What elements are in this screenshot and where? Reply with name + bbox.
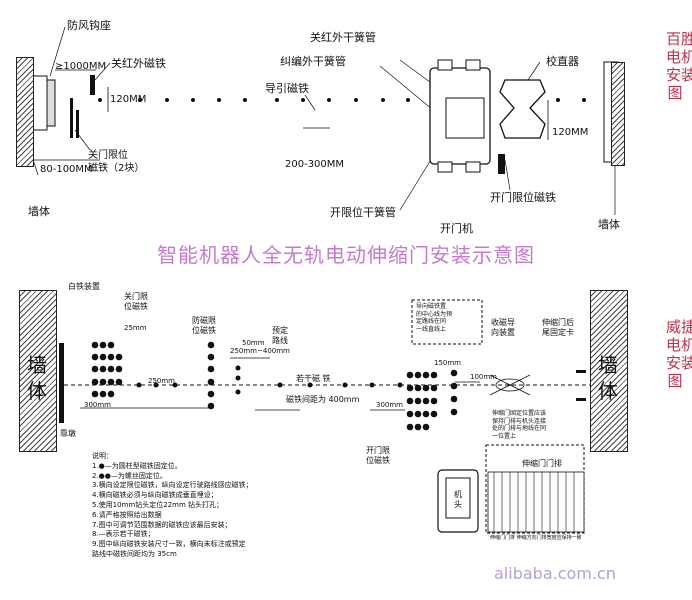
side-label-top: 百胜 电机 安装 图	[666, 30, 692, 102]
note-line: 1.●—为圆柱型磁铁固定位。	[92, 461, 182, 470]
preset-path-label: 预定 路线	[272, 326, 288, 345]
wall-left-bottom-label: 墙体	[27, 353, 47, 403]
close-infrared-reed-label: 关红外干簧管	[310, 31, 376, 44]
pier-label: 靠墩	[60, 429, 76, 438]
right-wall-top	[611, 62, 625, 166]
close-infrared-magnet-shape	[90, 75, 95, 95]
note-line: 8.—表示若干磁铁；	[92, 530, 155, 539]
note-line: 2.●●—为螺丝固定位。	[92, 471, 167, 480]
straightener-label: 校直器	[546, 55, 579, 68]
machine-head-label: 机 头	[454, 490, 462, 509]
height-120-right: 120MM	[552, 127, 589, 138]
dim-150mm: 150mm	[434, 359, 461, 367]
note-line: 路线中磁铁间距均为 35cm	[92, 549, 177, 558]
telescopic-fixed-label: 伸缩门后 尾固定卡	[542, 318, 574, 337]
note-line: 6.请严格按照给出数据	[92, 510, 162, 519]
min-distance-label: ≥1000MM	[55, 61, 107, 72]
door-machine-label: 开门机	[440, 222, 473, 235]
note-line: 7.图中可调节范围数据的磁铁应该最后安装；	[92, 520, 232, 529]
anti-magnet-label: 防磁限 位磁铁	[192, 316, 216, 335]
note-line: 5.使用10mm钻头定位22mm 钻头打孔；	[92, 500, 223, 509]
gate-row-label: 伸缩门门排	[522, 459, 562, 468]
left-wall-bottom	[19, 290, 57, 452]
wall-right-bottom-label: 墙体	[598, 353, 618, 403]
note-line: 9.图中纵向磁铁安装尺寸一致，横向未标注或预定	[92, 540, 246, 549]
watermark: alibaba.com.cn	[494, 564, 616, 583]
receive-guide-label: 收磁导 向装置	[491, 318, 515, 337]
side-label-bottom: 威捷 电机 安装 图	[666, 318, 692, 390]
dim-300mm-a: 300mm	[84, 401, 111, 409]
dim-400mm: 250mm~400mm	[230, 347, 290, 355]
wall-left-label: 墙体	[28, 205, 50, 218]
open-limit-magnet-label: 开门限位磁铁	[490, 191, 556, 204]
notes-block: 说明： 1.●—为圆柱型磁铁固定位。 2.●●—为螺丝固定位。 3.横向设定限位…	[92, 452, 253, 560]
dim-25mm: 25mm	[124, 324, 147, 332]
dim-50mm: 50mm	[242, 339, 265, 347]
gate-row-note: 伸缩门门排 伸缩方向门排宽度应保持一致	[490, 535, 582, 541]
correction-reed-label: 纠编外干簧管	[280, 55, 346, 68]
several-magnets-label: 若干磁 铁	[296, 374, 331, 383]
range-200-300-label: 200-300MM	[285, 159, 345, 170]
dim-100mm: 100mm	[470, 373, 497, 381]
white-steel-label: 白铁装置	[68, 282, 100, 291]
dim-250mm: 250mm	[148, 377, 175, 385]
side-position-box: 伸缩门固定位置应该 保持门排与机头连接 处的门排与地线在同 一位置上	[492, 410, 547, 440]
note-line: 4.横向磁铁必须与纵向磁铁成垂直埋设；	[92, 491, 218, 500]
dim-300mm-b: 300mm	[376, 401, 403, 409]
note-line: 3.横向设定限位磁铁，纵向设定行驶路线感应磁铁；	[92, 481, 253, 490]
range-80-100-label: 80-100MM	[40, 164, 93, 175]
guide-center-box: 导向磁铁置 的中心线为预 定路线在同 一线直线上	[416, 303, 453, 333]
close-infrared-magnet-label: 关红外磁铁	[111, 57, 166, 70]
close-limit-label-bottom: 关门限 位磁铁	[124, 292, 148, 311]
open-limit-label-bottom: 开门限 位磁铁	[366, 446, 390, 465]
height-120-left: 120MM	[110, 94, 147, 105]
magnet-spacing-label: 磁铁间距为 400mm	[286, 395, 360, 404]
notes-title: 说明：	[92, 452, 113, 460]
guide-magnet-label: 导引磁铁	[265, 82, 309, 95]
open-limit-reed-label: 开限位干簧管	[330, 206, 396, 219]
right-wall-bottom	[590, 290, 628, 452]
wall-right-label: 墙体	[598, 218, 620, 231]
diagram-title: 智能机器人全无轨电动伸缩门安装示意图	[157, 243, 535, 267]
close-limit-magnet-label: 关门限位 磁铁（2块）	[88, 150, 145, 174]
anti-wind-hook-label: 防风钩座	[67, 19, 111, 32]
left-wall	[16, 57, 34, 167]
